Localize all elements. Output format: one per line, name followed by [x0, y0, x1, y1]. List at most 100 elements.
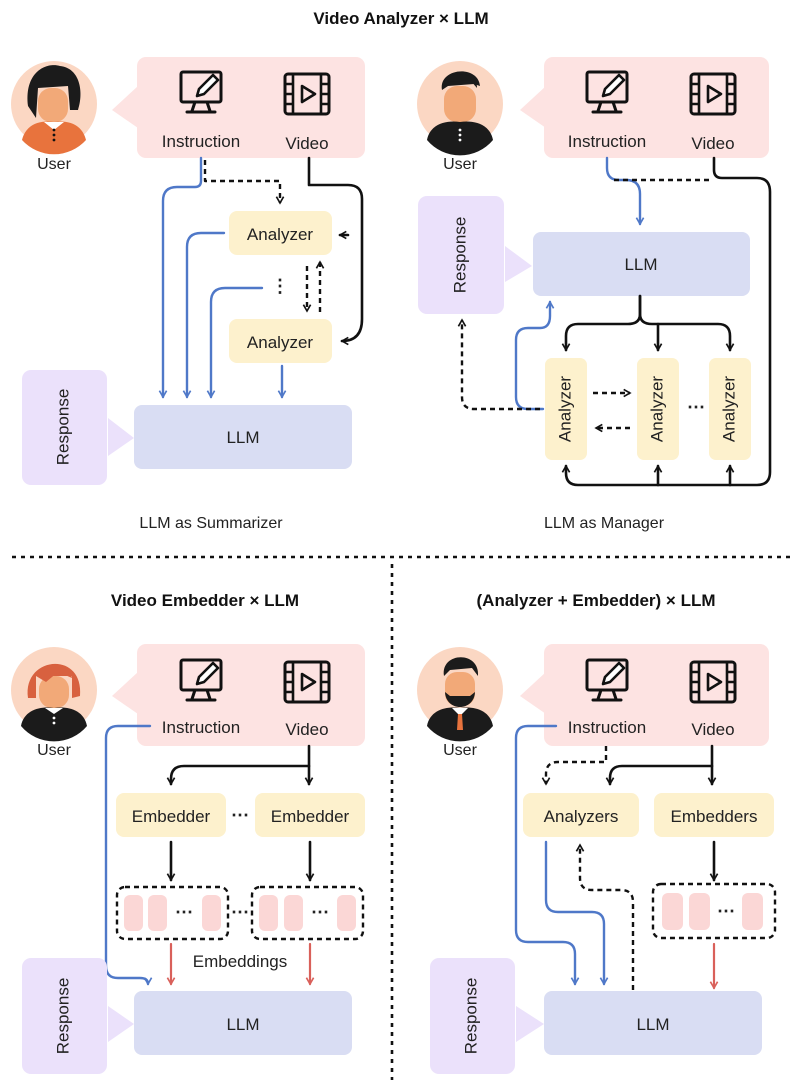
- input-box: [544, 57, 769, 158]
- title-video-analyzer-llm: Video Analyzer × LLM: [313, 9, 488, 28]
- embedder-box: [116, 793, 226, 837]
- speech-bubble-tail: [516, 1006, 544, 1042]
- panel-llm-as-summarizer: User Instruction Video Analyzer Analyzer…: [11, 57, 365, 532]
- analyzer-to-llm-arrow: [514, 300, 555, 411]
- embedders-label: Embedders: [671, 807, 758, 826]
- embedding-token: [202, 895, 221, 931]
- response-box: [430, 958, 515, 1074]
- dashed-instruction-arrow: [541, 746, 608, 786]
- panel-analyzer-embedder-llm: User Instruction Video Analyzers Embedde…: [417, 644, 777, 1074]
- caption-llm-as-manager: LLM as Manager: [544, 515, 665, 532]
- response-label: Response: [450, 217, 469, 294]
- embedding-group: [115, 885, 230, 941]
- video-label: Video: [691, 134, 734, 153]
- analyzer-box: [545, 358, 587, 460]
- analyzer-box: [229, 211, 332, 255]
- analyzers-to-llm-arrow: [544, 840, 609, 986]
- horizontal-ellipsis: ⋯: [175, 902, 193, 922]
- instruction-to-llm-arrow: [158, 156, 203, 399]
- response-box: [418, 196, 504, 314]
- embedding-token: [662, 893, 683, 930]
- analyzer-box: [709, 358, 751, 460]
- title-video-embedder-llm: Video Embedder × LLM: [111, 591, 299, 610]
- analyzers-label: Analyzers: [544, 807, 619, 826]
- horizontal-ellipsis: ⋯: [717, 901, 735, 921]
- embedding-token: [337, 895, 356, 931]
- analyzer-label: Analyzer: [555, 376, 574, 442]
- user-avatar-icon: [11, 647, 97, 742]
- llm-label: LLM: [636, 1015, 669, 1034]
- speech-bubble-tail: [520, 86, 546, 128]
- llm-box: [134, 991, 352, 1055]
- analyzer-label: Analyzer: [647, 376, 666, 442]
- response-label: Response: [461, 978, 480, 1055]
- llm-label: LLM: [624, 255, 657, 274]
- llm-to-analyzer-arrow: [561, 294, 642, 352]
- vertical-ellipsis: ⋮: [271, 276, 289, 296]
- panel-llm-as-manager: User Instruction Video LLM Response Anal…: [417, 57, 772, 532]
- input-box: [544, 644, 769, 746]
- instruction-to-llm-arrow: [514, 724, 580, 986]
- video-label: Video: [285, 720, 328, 739]
- embedding-token: [742, 893, 763, 930]
- horizontal-ellipsis: ⋯: [311, 902, 329, 922]
- analyzers-box: [523, 793, 639, 837]
- embedding-token: [284, 895, 303, 931]
- embedders-box: [654, 793, 774, 837]
- response-box: [22, 958, 107, 1074]
- video-to-analyzers-arrow: [561, 156, 772, 487]
- user-label: User: [37, 156, 71, 173]
- video-to-analyzers-arrow: [605, 764, 714, 786]
- dashed-instruction-arrow: [203, 160, 285, 205]
- horizontal-ellipsis: ⋯: [687, 397, 705, 417]
- dashed-response-arrow: [457, 318, 540, 411]
- dashed-llm-to-analyzers-arrow: [575, 843, 635, 990]
- llm-box: [134, 405, 352, 469]
- caption-llm-as-summarizer: LLM as Summarizer: [139, 515, 283, 532]
- user-avatar-icon: [417, 61, 503, 156]
- instruction-label: Instruction: [162, 132, 240, 151]
- embedder-label: Embedder: [271, 807, 350, 826]
- speech-bubble-tail: [108, 418, 134, 456]
- horizontal-ellipsis: ⋯: [231, 805, 249, 825]
- instruction-to-llm-arrow: [605, 156, 645, 226]
- instruction-to-llm-arrow: [104, 724, 153, 986]
- video-to-analyzer-arrow: [307, 156, 364, 346]
- llm-label: LLM: [226, 428, 259, 447]
- embedding-group: [250, 885, 365, 941]
- analyzer-label: Analyzer: [247, 333, 313, 352]
- llm-label: LLM: [226, 1015, 259, 1034]
- analyzer-to-llm-arrow: [206, 286, 264, 399]
- video-to-embedder-arrow: [166, 764, 311, 786]
- analyzer-to-llm-arrow: [182, 231, 226, 399]
- response-label: Response: [53, 978, 72, 1055]
- speech-bubble-tail: [520, 672, 546, 714]
- embedding-token: [259, 895, 278, 931]
- panel-video-embedder-llm: User Instruction Video Embedder Embedder…: [11, 644, 365, 1074]
- analyzer-label: Analyzer: [719, 376, 738, 442]
- input-box: [137, 57, 365, 158]
- user-label: User: [443, 742, 477, 759]
- response-box: [22, 370, 107, 485]
- analyzer-box: [637, 358, 679, 460]
- llm-box: [533, 232, 750, 296]
- instruction-label: Instruction: [162, 718, 240, 737]
- user-avatar-icon: [417, 647, 503, 742]
- embedder-label: Embedder: [132, 807, 211, 826]
- video-label: Video: [285, 134, 328, 153]
- speech-bubble-tail: [112, 86, 138, 128]
- embedding-group: [651, 882, 777, 940]
- embeddings-label: Embeddings: [193, 952, 288, 971]
- title-analyzer-embedder-llm: (Analyzer + Embedder) × LLM: [477, 591, 716, 610]
- user-label: User: [443, 156, 477, 173]
- user-avatar-icon: [11, 61, 97, 155]
- video-label: Video: [691, 720, 734, 739]
- llm-box: [544, 991, 762, 1055]
- analyzer-box: [229, 319, 332, 363]
- speech-bubble-tail: [505, 246, 532, 282]
- llm-to-analyzer-arrow: [638, 294, 735, 352]
- horizontal-ellipsis: ⋯: [231, 902, 249, 922]
- user-label: User: [37, 742, 71, 759]
- speech-bubble-tail: [112, 672, 138, 714]
